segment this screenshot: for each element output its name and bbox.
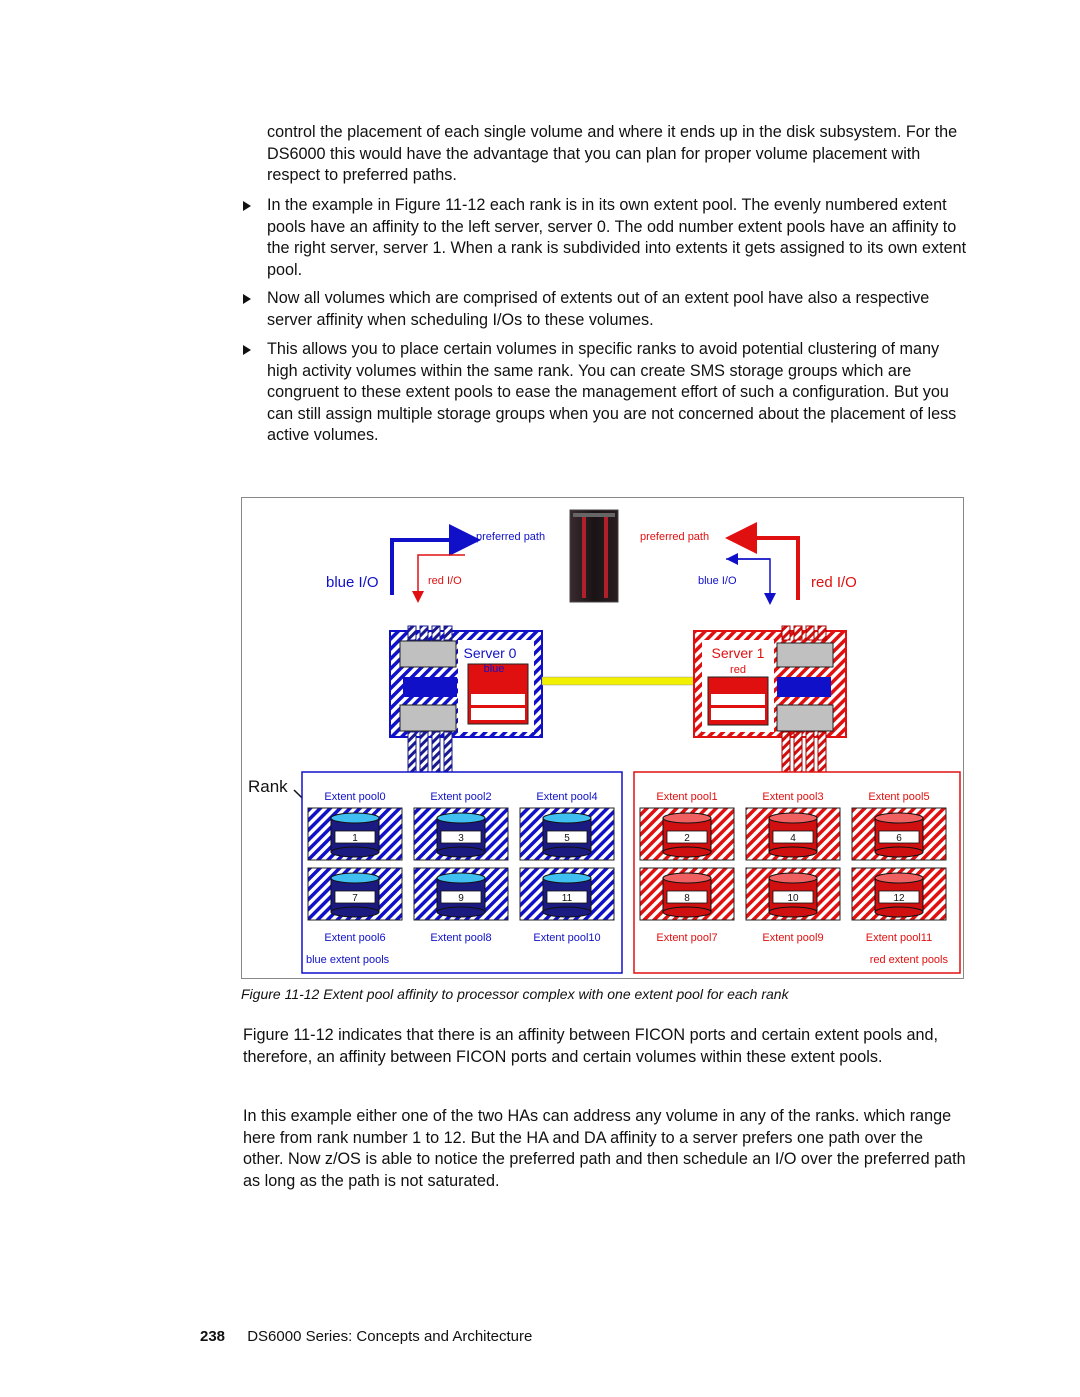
storage-cabinet-icon [569,509,619,603]
server-0 [389,625,543,773]
red-io-right-label: red I/O [811,574,857,591]
blue-extent-pool-tile: 7 [307,867,403,921]
rank-number: 3 [458,833,464,844]
extent-pool-label: Extent pool4 [536,791,597,803]
server0-host-adapter [399,640,457,668]
extent-pool-label: Extent pool1 [656,791,717,803]
bullet-marker [243,201,251,211]
body-paragraph-2: In this example either one of the two HA… [243,1107,966,1190]
rank-number: 12 [893,893,905,904]
red-extent-pool-tile: 10 [745,867,841,921]
blue-io-left-label: blue I/O [326,574,379,591]
body-paragraph-1: Figure 11-12 indicates that there is an … [243,1026,938,1066]
preferred-path-left-arrow [390,524,481,595]
server0-device-adapter [399,704,457,732]
extent-pool-label: Extent pool9 [762,932,823,944]
extent-pool-label: Extent pool3 [762,791,823,803]
server1-blue-block [777,677,831,697]
rank-number: 9 [458,893,464,904]
rank-number: 11 [562,893,573,904]
page-number: 238 [200,1328,226,1345]
red-extent-pool-tile: 12 [851,867,947,921]
blue-extent-pools-label: blue extent pools [306,954,390,966]
extent-pool-affinity-diagram: preferred path preferred path blue I/O r… [248,509,961,974]
rank-number: 4 [790,833,796,844]
red-io-left-arrow [412,554,465,603]
server0-blue-block [403,677,457,697]
extent-pool-label: Extent pool8 [430,932,491,944]
rank-number: 10 [787,893,799,904]
server1-host-adapter [776,642,834,668]
rank-number: 1 [352,833,358,844]
preferred-path-left-label: preferred path [476,531,545,543]
server0-subtitle: blue [484,663,505,675]
bullet-paragraph-1: In the example in Figure 11-12 each rank… [267,196,967,279]
extent-pool-label: Extent pool7 [656,932,717,944]
blue-extent-pool-tile: 5 [519,807,615,861]
red-io-left-label: red I/O [428,575,462,587]
blue-extent-pool-tile: 1 [307,807,403,861]
blue-io-right-arrow [726,553,776,605]
rank-number: 7 [352,893,358,904]
red-extent-pool-tile: 8 [639,867,735,921]
red-extent-pool-tile: 4 [745,807,841,861]
figure-11-12: preferred path preferred path blue I/O r… [241,497,964,979]
blue-extent-pool-tile: 3 [413,807,509,861]
preferred-path-right-arrow [725,522,800,600]
server1-device-adapter [776,704,834,732]
server0-title: Server 0 [464,645,517,661]
extent-pool-label: Extent pool0 [324,791,385,803]
server-interconnect [541,676,695,686]
rank-number: 5 [564,833,570,844]
rank-number: 2 [684,833,690,844]
book-title: DS6000 Series: Concepts and Architecture [247,1328,533,1345]
server-1 [693,625,847,773]
bullet-paragraph-2: Now all volumes which are comprised of e… [267,289,930,329]
rank-number: 8 [684,893,690,904]
rank-number: 6 [896,833,902,844]
extent-pool-label: Extent pool5 [868,791,929,803]
bullet-marker [243,294,251,304]
red-extent-pool-tile: 6 [851,807,947,861]
server1-subtitle: red [730,664,746,676]
extent-pool-label: Extent pool6 [324,932,385,944]
figure-caption: Figure 11-12 Extent pool affinity to pro… [241,986,789,1002]
blue-extent-pool-tile: 9 [413,867,509,921]
server1-title: Server 1 [712,645,765,661]
extent-pool-label: Extent pool2 [430,791,491,803]
bullet-marker [243,345,251,355]
rank-label: Rank [248,777,288,796]
preferred-path-right-label: preferred path [640,531,709,543]
blue-extent-pool-tile: 11 [519,867,615,921]
blue-io-right-label: blue I/O [698,575,737,587]
red-extent-pools-label: red extent pools [870,954,949,966]
bullet-paragraph-3: This allows you to place certain volumes… [267,340,957,444]
red-extent-pool-tile: 2 [639,807,735,861]
intro-paragraph: control the placement of each single vol… [267,123,958,184]
extent-pool-label: Extent pool11 [866,932,932,944]
page-footer: 238 DS6000 Series: Concepts and Architec… [200,1328,532,1345]
extent-pool-label: Extent pool10 [533,932,600,944]
